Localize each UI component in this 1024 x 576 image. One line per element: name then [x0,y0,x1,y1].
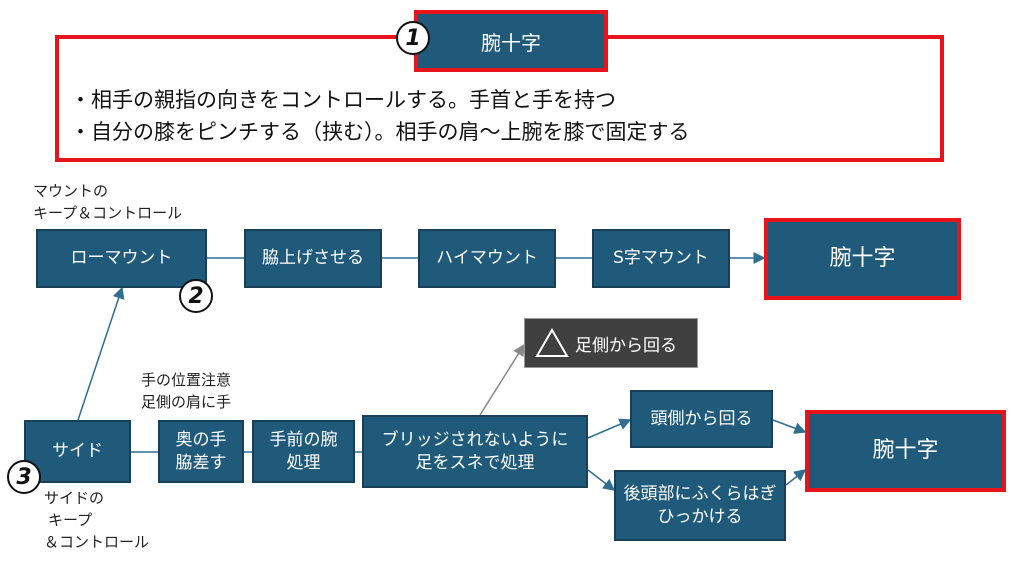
note-side-keep-line2: キープ [48,510,93,529]
note-mount-keep: マウントの キープ＆コントロール [33,181,182,225]
badge-two: 2 [179,279,213,313]
node-s-mount-label: S字マウント [613,248,709,269]
node-near-arm-line2: 処理 [286,452,321,473]
node-side: サイド [24,420,131,483]
node-no-bridge-line1: ブリッジされないように [381,429,569,450]
header-title-text: 腕十字 [481,30,541,55]
line-side-lowmount [77,286,125,421]
note-mount-keep-line2: キープ＆コントロール [33,203,183,222]
node-no-bridge: ブリッジされないように 足をスネで処理 [362,415,588,488]
node-high-mount-label: ハイマウント [436,248,538,269]
line-calfhook-final [785,469,807,486]
note-side-keep: サイドの キープ ＆コントロール [44,488,149,553]
node-final-top-label: 腕十字 [829,246,896,272]
line-nobridge-calfhook [587,469,616,491]
node-armpit-up-label: 脇上げさせる [262,248,364,269]
node-final-bottom-label: 腕十字 [872,438,939,464]
node-calf-hook-line1: 後頭部にふくらはぎ [623,483,777,504]
node-calf-hook-line2: ひっかける [657,506,743,527]
node-head-side-label: 頭側から回る [650,408,753,429]
node-side-label: サイド [52,441,103,462]
note-side-keep-line1: サイドの [44,489,105,507]
key-points-list: ・相手の親指の向きをコントロールする。手首と手を持つ ・自分の膝をピンチする（挟… [70,84,690,148]
node-final-top: 腕十字 [764,218,961,300]
header-title: 腕十字 [414,10,608,72]
line-headside-final [772,419,807,434]
node-near-arm: 手前の腕 処理 [252,420,355,483]
node-far-hand: 奥の手 脇差す [158,420,244,483]
node-calf-hook: 後頭部にふくらはぎ ひっかける [614,470,786,541]
note-mount-keep-line1: マウントの [33,182,109,200]
line-nobridge-warning [479,343,525,416]
badge-one-text: 1 [405,25,421,51]
badge-three-text: 3 [16,464,32,490]
key-point-2: ・自分の膝をピンチする（挟む）。相手の肩〜上腕を膝で固定する [70,120,690,144]
node-near-arm-line1: 手前の腕 [269,429,338,450]
node-low-mount-label: ローマウント [70,248,173,269]
line-nobridge-headside [587,418,632,439]
node-warning: 足側から回る [524,318,698,368]
node-far-hand-line1: 奥の手 [175,429,227,450]
node-final-bottom: 腕十字 [805,410,1006,492]
note-side-keep-line3: ＆コントロール [44,532,150,551]
node-s-mount: S字マウント [592,229,730,288]
node-no-bridge-line2: 足をスネで処理 [415,452,535,473]
badge-two-text: 2 [188,283,204,309]
key-point-1: ・相手の親指の向きをコントロールする。手首と手を持つ [70,88,616,112]
note-hand-position-line2: 足側の肩に手 [141,392,232,411]
node-low-mount: ローマウント [36,229,207,288]
node-far-hand-line2: 脇差す [175,452,227,473]
note-hand-position-line1: 手の位置注意 [141,371,232,389]
badge-one: 1 [396,21,430,55]
node-high-mount: ハイマウント [418,229,556,288]
warning-triangle-icon [535,328,569,357]
node-head-side: 頭側から回る [630,390,773,448]
node-warning-label: 足側から回る [575,335,677,356]
note-hand-position: 手の位置注意 足側の肩に手 [141,370,231,414]
node-armpit-up: 脇上げさせる [244,229,382,288]
badge-three: 3 [7,460,41,494]
